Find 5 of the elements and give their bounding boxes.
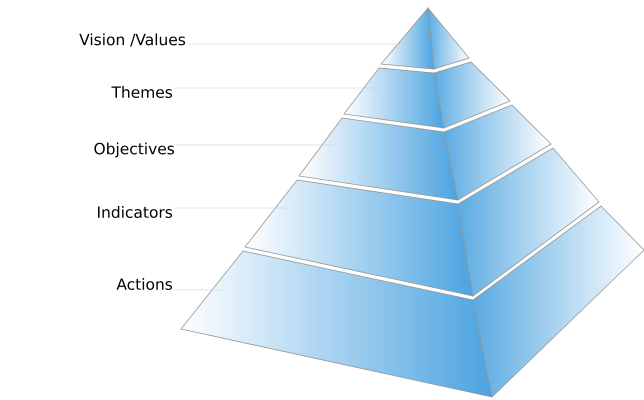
tier-label: Indicators xyxy=(98,206,172,218)
tier-label: Vision /Values xyxy=(79,33,186,47)
tier-label: Themes xyxy=(111,86,172,98)
tier-label: Actions xyxy=(116,278,172,290)
tier-label: Objectives xyxy=(94,142,174,158)
